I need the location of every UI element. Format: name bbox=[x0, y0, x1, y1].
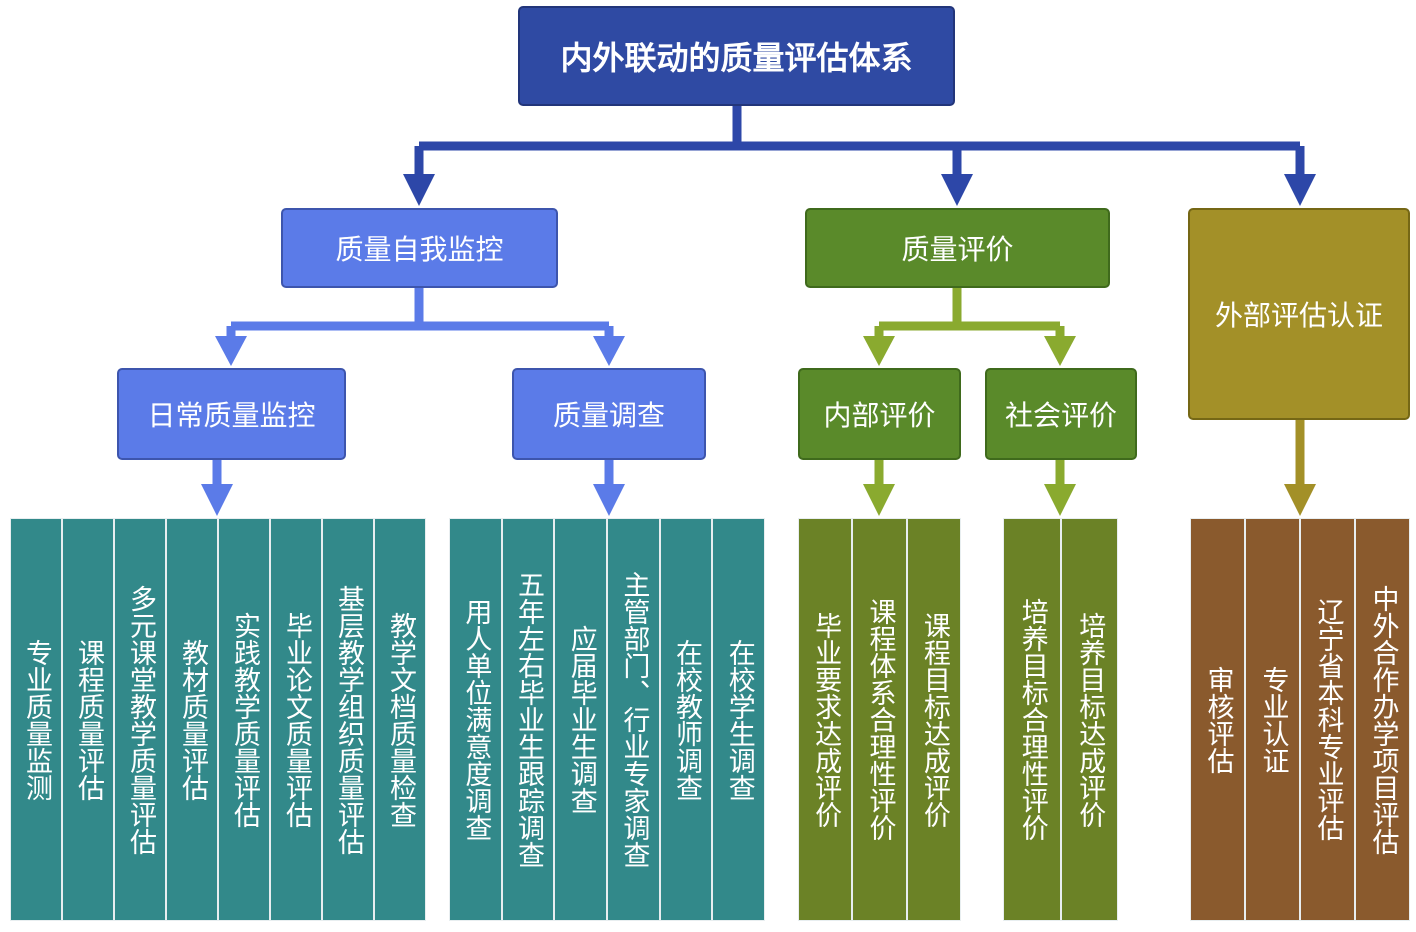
internal-evaluation-items: 毕业要求达成评价 课程体系合理性评价 课程目标达成评价 bbox=[798, 518, 961, 921]
root-arrowheads bbox=[403, 174, 1316, 206]
quality-survey-node: 质量调查 bbox=[512, 368, 706, 460]
leaf-item: 基层教学组织质量评估 bbox=[322, 518, 374, 921]
quality-evaluation-label: 质量评价 bbox=[901, 233, 1014, 266]
leaf-item: 在校教师调查 bbox=[659, 518, 713, 921]
leaf-item: 课程目标达成评价 bbox=[906, 518, 961, 921]
self-monitoring-connectors bbox=[226, 288, 614, 340]
social-evaluation-label: 社会评价 bbox=[1004, 399, 1117, 432]
leaf-item: 教材质量评估 bbox=[166, 518, 218, 921]
daily-monitoring-items: 专业质量监测 课程质量评估 多元课堂教学质量评估 教材质量评估 实践教学质量评估… bbox=[10, 518, 426, 921]
daily-monitoring-label: 日常质量监控 bbox=[147, 399, 316, 432]
leaf-item: 专业认证 bbox=[1245, 518, 1300, 921]
leaf-item: 五年左右毕业生跟踪调查 bbox=[501, 518, 555, 921]
root-label: 内外联动的质量评估体系 bbox=[560, 39, 913, 77]
leaf-item: 培养目标达成评价 bbox=[1060, 518, 1118, 921]
internal-evaluation-node: 内部评价 bbox=[798, 368, 961, 460]
evaluation-connectors bbox=[874, 288, 1065, 340]
leaf-item: 辽宁省本科专业评估 bbox=[1300, 518, 1355, 921]
leaf-item: 审核评估 bbox=[1190, 518, 1245, 921]
leaf-connectors bbox=[212, 420, 1305, 488]
quality-evaluation-node: 质量评价 bbox=[805, 208, 1110, 288]
root-node: 内外联动的质量评估体系 bbox=[518, 6, 955, 106]
leaf-item: 课程体系合理性评价 bbox=[852, 518, 907, 921]
external-certification-node: 外部评估认证 bbox=[1188, 208, 1410, 420]
leaf-item: 应届毕业生调查 bbox=[554, 518, 608, 921]
leaf-arrowheads bbox=[201, 484, 1316, 516]
quality-survey-label: 质量调查 bbox=[552, 399, 665, 432]
leaf-item: 多元课堂教学质量评估 bbox=[114, 518, 166, 921]
leaf-item: 用人单位满意度调查 bbox=[449, 518, 502, 921]
external-certification-label: 外部评估认证 bbox=[1214, 299, 1383, 332]
internal-evaluation-label: 内部评价 bbox=[823, 399, 936, 432]
leaf-item: 课程质量评估 bbox=[62, 518, 114, 921]
daily-monitoring-node: 日常质量监控 bbox=[117, 368, 346, 460]
leaf-item: 实践教学质量评估 bbox=[218, 518, 270, 921]
quality-survey-items: 用人单位满意度调查 五年左右毕业生跟踪调查 应届毕业生调查 主管部门、行业专家调… bbox=[449, 518, 766, 921]
leaf-item: 毕业要求达成评价 bbox=[798, 518, 853, 921]
quality-self-monitoring-node: 质量自我监控 bbox=[281, 208, 558, 288]
root-connectors bbox=[414, 106, 1305, 178]
external-certification-items: 审核评估 专业认证 辽宁省本科专业评估 中外合作办学项目评估 bbox=[1190, 518, 1410, 921]
leaf-item: 教学文档质量检查 bbox=[374, 518, 426, 921]
leaf-item: 培养目标合理性评价 bbox=[1003, 518, 1061, 921]
social-evaluation-node: 社会评价 bbox=[985, 368, 1137, 460]
evaluation-arrowheads bbox=[863, 336, 1076, 366]
leaf-item: 在校学生调查 bbox=[712, 518, 766, 921]
social-evaluation-items: 培养目标合理性评价 培养目标达成评价 bbox=[1003, 518, 1118, 921]
leaf-item: 专业质量监测 bbox=[10, 518, 62, 921]
leaf-item: 毕业论文质量评估 bbox=[270, 518, 322, 921]
self-monitoring-arrowheads bbox=[215, 336, 625, 366]
quality-self-monitoring-label: 质量自我监控 bbox=[335, 233, 504, 266]
leaf-item: 中外合作办学项目评估 bbox=[1355, 518, 1410, 921]
leaf-item: 主管部门、行业专家调查 bbox=[607, 518, 660, 921]
